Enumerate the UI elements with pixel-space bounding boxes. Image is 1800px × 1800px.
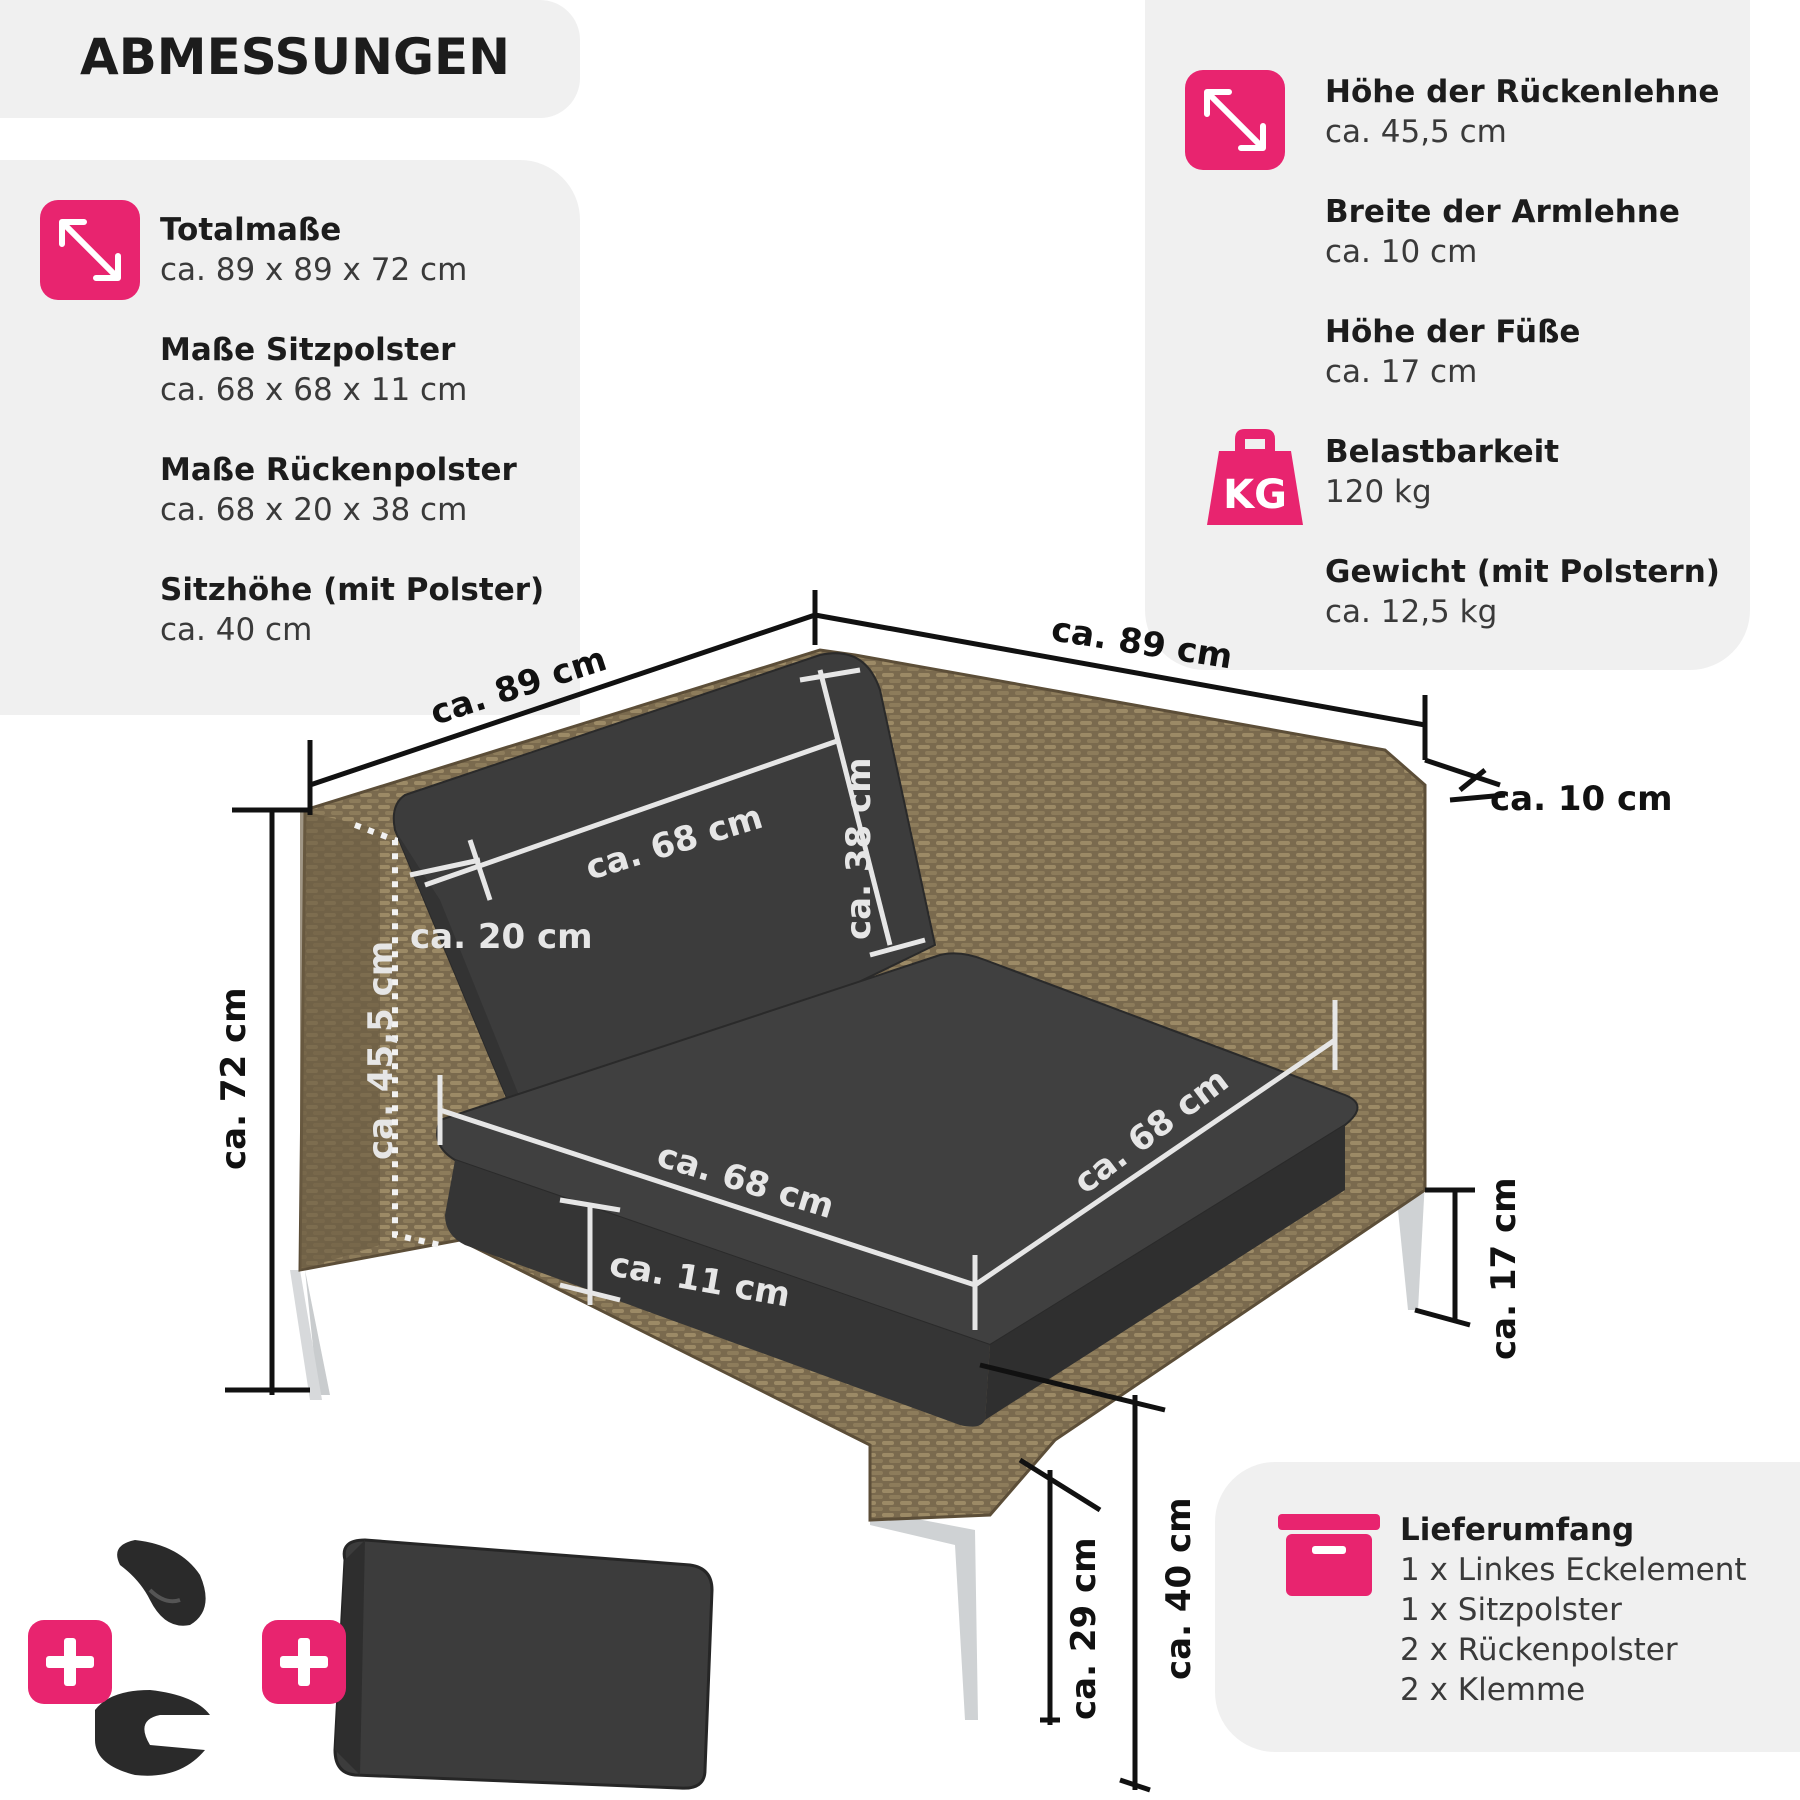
spec-armrest-width: Breite der Armlehne ca. 10 cm xyxy=(1325,192,1680,272)
spec-label: Gewicht (mit Polstern) xyxy=(1325,554,1720,590)
back-cushion-height-label: ca. 38 cm xyxy=(839,757,879,940)
page-title: ABMESSUNGEN xyxy=(80,28,510,86)
spec-label: Höhe der Rückenlehne xyxy=(1325,74,1720,110)
spec-label: Maße Rückenpolster xyxy=(160,452,517,488)
spec-value: ca. 45,5 cm xyxy=(1325,114,1507,150)
back-cushion-depth-label: ca. 20 cm xyxy=(410,917,593,957)
spec-value: ca. 17 cm xyxy=(1325,354,1478,390)
spec-backrest-height: Höhe der Rückenlehne ca. 45,5 cm xyxy=(1325,72,1719,152)
plus-icon xyxy=(28,1620,112,1704)
armrest-label: ca. 10 cm xyxy=(1490,779,1673,819)
diagonal-arrow-icon xyxy=(1185,70,1285,170)
seat-cushion xyxy=(436,952,1359,1427)
delivery-list: Lieferumfang 1 x Linkes Eckelement 1 x S… xyxy=(1400,1510,1747,1710)
spec-label: Belastbarkeit xyxy=(1325,434,1560,470)
spec-load-capacity: Belastbarkeit 120 kg xyxy=(1325,432,1559,512)
outer-dimension-lines xyxy=(225,590,1506,1793)
width-left-label: ca. 89 cm xyxy=(425,639,611,733)
cushion-dimension-lines xyxy=(409,667,1338,1330)
total-height-label: ca. 72 cm xyxy=(214,987,254,1170)
back-height-marker xyxy=(353,822,441,1248)
spec-value: ca. 68 x 68 x 11 cm xyxy=(160,372,468,408)
delivery-item: 2 x Klemme xyxy=(1400,1672,1586,1708)
spec-label: Breite der Armlehne xyxy=(1325,194,1680,230)
diagonal-arrow-icon xyxy=(40,200,140,300)
spec-feet-height: Höhe der Füße ca. 17 cm xyxy=(1325,312,1580,392)
spec-label: Maße Sitzpolster xyxy=(160,332,456,368)
chair-legs xyxy=(290,1180,1425,1720)
clip-accessory xyxy=(95,1540,210,1776)
spec-weight: Gewicht (mit Polstern) ca. 12,5 kg xyxy=(1325,552,1720,632)
delivery-item: 2 x Rückenpolster xyxy=(1400,1632,1678,1668)
delivery-item: 1 x Linkes Eckelement xyxy=(1400,1552,1747,1588)
spec-total-dimensions: Totalmaße ca. 89 x 89 x 72 cm xyxy=(160,210,467,290)
weight-kg-icon: KG xyxy=(1205,425,1305,527)
width-right-label: ca. 89 cm xyxy=(1049,609,1236,677)
spec-back-cushion: Maße Rückenpolster ca. 68 x 20 x 38 cm xyxy=(160,450,517,530)
spec-value: 120 kg xyxy=(1325,474,1432,510)
box-icon xyxy=(1278,1510,1380,1596)
frame-seat-height-label: ca. 29 cm xyxy=(1064,1537,1104,1720)
plus-icon xyxy=(262,1620,346,1704)
seat-height-label: ca. 40 cm xyxy=(1159,1497,1199,1680)
spec-value: ca. 40 cm xyxy=(160,612,313,648)
feet-height-label: ca. 17 cm xyxy=(1484,1177,1524,1360)
heading-panel xyxy=(0,0,580,118)
weight-icon-text: KG xyxy=(1223,472,1287,518)
spec-label: Höhe der Füße xyxy=(1325,314,1581,350)
spec-label: Sitzhöhe (mit Polster) xyxy=(160,572,545,608)
spec-value: ca. 10 cm xyxy=(1325,234,1478,270)
spec-seat-height: Sitzhöhe (mit Polster) ca. 40 cm xyxy=(160,570,544,650)
spec-value: ca. 12,5 kg xyxy=(1325,594,1498,630)
spec-seat-cushion: Maße Sitzpolster ca. 68 x 68 x 11 cm xyxy=(160,330,467,410)
delivery-panel xyxy=(1215,1462,1800,1752)
extra-back-cushion xyxy=(333,1538,714,1790)
spec-value: ca. 89 x 89 x 72 cm xyxy=(160,252,468,288)
spec-label: Totalmaße xyxy=(160,212,342,248)
back-height-label: ca. 45,5 cm xyxy=(361,941,401,1160)
delivery-item: 1 x Sitzpolster xyxy=(1400,1592,1622,1628)
spec-value: ca. 68 x 20 x 38 cm xyxy=(160,492,468,528)
delivery-title: Lieferumfang xyxy=(1400,1512,1635,1548)
